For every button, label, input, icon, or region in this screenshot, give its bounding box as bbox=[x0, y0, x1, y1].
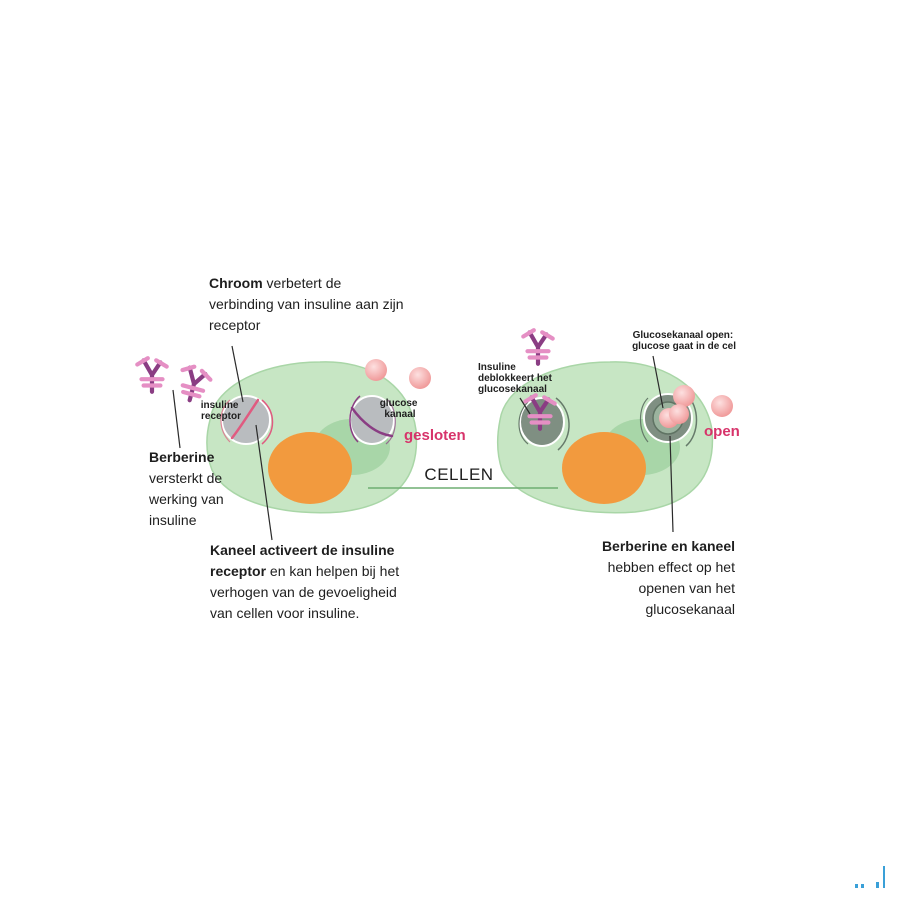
insulin-unblocks-label: Insuline deblokkeert het glucosekanaal bbox=[478, 362, 555, 395]
channel-state-open: open bbox=[704, 423, 740, 440]
brand-logo bbox=[855, 866, 885, 888]
left-insulin-receptor bbox=[220, 395, 274, 445]
cells-label: CELLEN bbox=[424, 465, 493, 484]
leader-berberine-kaneel bbox=[669, 435, 674, 533]
note-kaneel: Kaneel activeert de insuline receptor en… bbox=[210, 542, 400, 621]
glucose-channel-label: glucose kanaal bbox=[380, 398, 421, 420]
channel-state-closed: gesloten bbox=[404, 427, 466, 444]
leader-channel-open bbox=[652, 355, 664, 409]
insulin-molecule bbox=[137, 358, 166, 392]
note-chroom-bold: Chroom bbox=[209, 275, 263, 291]
insulin-molecule bbox=[523, 330, 552, 364]
left-cell: insuline receptor glucose kanaal geslote… bbox=[201, 359, 466, 514]
leader-insulin-unblocks bbox=[519, 397, 531, 415]
leader-berberine bbox=[172, 389, 181, 449]
right-nucleus bbox=[562, 432, 646, 504]
left-nucleus bbox=[268, 432, 352, 504]
glucose-molecule bbox=[673, 385, 695, 407]
note-berberine-kaneel: Berberine en kaneel hebben effect op het… bbox=[601, 538, 735, 617]
leader-kaneel bbox=[255, 424, 273, 541]
left-glucose-channel-closed bbox=[349, 395, 396, 445]
right-cell: open Insuline deblokkeert het glucosekan… bbox=[478, 330, 740, 514]
note-chroom: Chroom verbetert de verbinding van insul… bbox=[209, 275, 404, 333]
glucose-molecule bbox=[365, 359, 387, 381]
receptor-label: insuline receptor bbox=[201, 400, 242, 422]
leader-chroom bbox=[231, 345, 244, 403]
insulin-molecule bbox=[175, 364, 212, 404]
glucose-molecule bbox=[409, 367, 431, 389]
glucose-molecule bbox=[669, 404, 689, 424]
channel-open-label: Glucosekanaal open: glucose gaat in de c… bbox=[632, 330, 736, 352]
note-berberine: Berberine versterkt de werking van insul… bbox=[149, 449, 224, 528]
glucose-molecule bbox=[711, 395, 733, 417]
leader-lines bbox=[172, 345, 674, 541]
